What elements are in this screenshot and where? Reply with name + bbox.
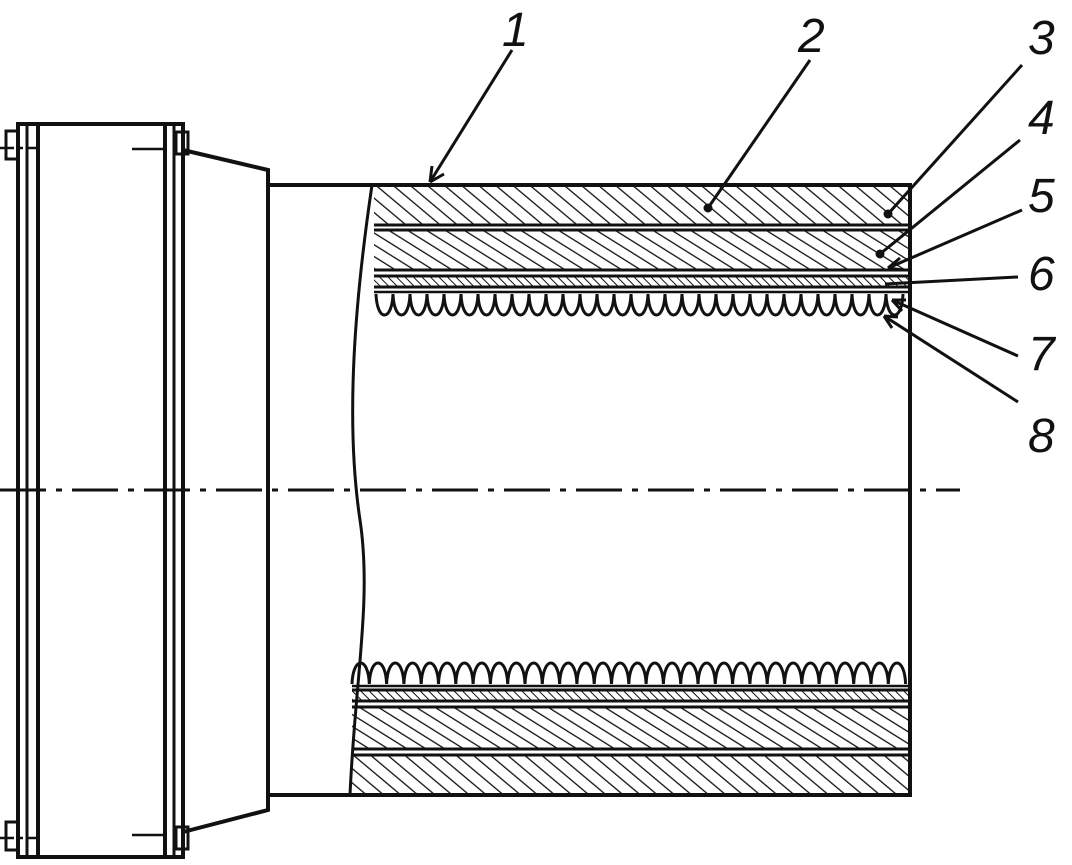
layer-second-bottom <box>352 707 908 749</box>
layer-outer-bottom <box>352 755 908 793</box>
leader-4 <box>879 138 1021 256</box>
callout-8: 8 <box>1028 410 1055 463</box>
outer-bolts <box>4 129 20 852</box>
leader-7 <box>891 298 1019 358</box>
pipe-neck <box>266 170 372 810</box>
leader-7-arrow <box>890 298 906 313</box>
layer-thin-top <box>374 276 908 287</box>
leader-1-arrow <box>428 165 445 184</box>
leader-6 <box>884 275 1019 286</box>
callout-7: 7 <box>1028 328 1057 381</box>
callout-5: 5 <box>1028 170 1055 223</box>
callout-4: 4 <box>1028 92 1055 145</box>
leader-3-dot <box>883 209 893 219</box>
pipe-body <box>348 183 912 797</box>
callout-labels: 1 2 3 4 5 6 7 8 <box>502 4 1057 463</box>
leader-5-arrow <box>887 256 904 272</box>
leader-4-dot <box>875 249 885 259</box>
leader-lines <box>428 49 1024 404</box>
leader-1 <box>428 49 514 183</box>
leader-2-dot <box>703 203 713 213</box>
corrugated-layer-bottom <box>350 661 908 685</box>
inner-bolts <box>174 130 190 851</box>
layer-second-top <box>374 230 908 270</box>
leader-5 <box>887 208 1023 270</box>
layer-outer-top <box>374 187 908 225</box>
bolt-centerlines <box>0 146 166 840</box>
leader-3 <box>886 63 1024 216</box>
layer-thin-bottom <box>352 690 908 701</box>
bottom-layers <box>350 661 908 793</box>
corrugated-layer-top <box>374 293 905 317</box>
callout-3: 3 <box>1028 12 1055 65</box>
leader-8-arrow <box>882 314 899 329</box>
callout-2: 2 <box>797 10 825 63</box>
leader-2 <box>706 59 812 209</box>
top-layers <box>374 187 908 317</box>
callout-6: 6 <box>1028 248 1055 301</box>
leader-8 <box>883 314 1019 404</box>
callout-1: 1 <box>502 4 529 57</box>
